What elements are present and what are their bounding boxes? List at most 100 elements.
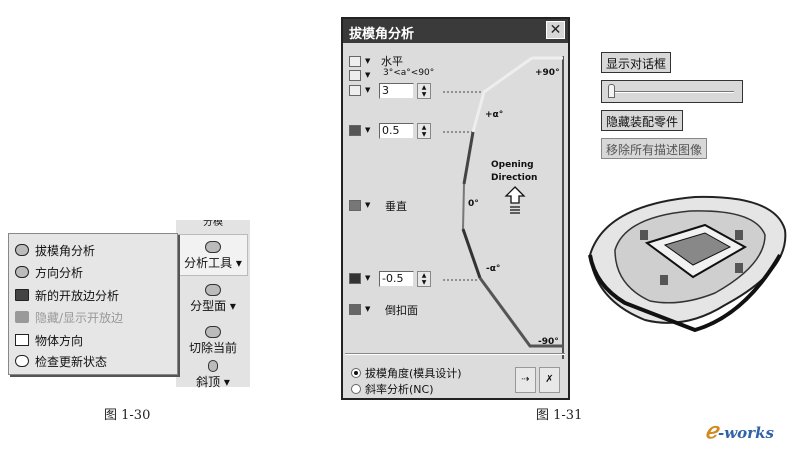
toolbar-lifter[interactable]: 斜顶 ▾: [178, 360, 248, 389]
mold-toolbar: 分模 分析工具 ▾ 分型面 ▾ 切除当前 斜顶 ▾: [176, 220, 250, 389]
menu-item-check-update[interactable]: 检查更新状态: [15, 351, 107, 371]
show-dialog-button[interactable]: 显示对话框: [601, 52, 672, 73]
plus-alpha-label: +α°: [485, 110, 504, 120]
radio-slope-analysis[interactable]: 斜率分析(NC): [351, 381, 434, 397]
open-edge-analysis-icon: [15, 289, 29, 301]
parting-surface-icon: [205, 284, 221, 296]
menu-item-label: 物体方向: [35, 333, 84, 348]
toolbar-label: 分析工具: [184, 256, 233, 270]
mold-part-3d-model: [588, 195, 787, 333]
radio-label: 拔模角度(模具设计): [365, 367, 462, 380]
diagram-border: [562, 56, 564, 359]
chevron-down-icon[interactable]: ▼: [365, 274, 371, 282]
separator: [345, 353, 565, 355]
color-swatch-small-positive[interactable]: [349, 125, 361, 136]
clear-analysis-button[interactable]: ✗: [539, 367, 560, 393]
dialog-title-bar: 拔模角分析 ✕: [343, 19, 568, 43]
transparency-slider[interactable]: [601, 80, 743, 103]
zero-degree-label: 0°: [468, 199, 479, 209]
menu-item-label: 隐藏/显示开放边: [35, 310, 124, 325]
menu-item-direction-analysis[interactable]: 方向分析: [15, 262, 83, 282]
direction-tool-icon: ⇢: [521, 374, 530, 385]
toolbar-cut-current[interactable]: 切除当前: [178, 322, 248, 360]
close-button[interactable]: ✕: [546, 21, 565, 39]
menu-item-label: 新的开放边分析: [35, 288, 120, 303]
menu-item-label: 拔模角分析: [35, 243, 96, 258]
spin-button[interactable]: ▲▼: [417, 123, 431, 139]
draft-analysis-dialog: 拔模角分析 ✕ ▼ 水平 ▼ 3°<a°<90° ▼ 3 ▲▼ ▼ 0.5 ▲▼…: [341, 17, 570, 400]
radio-draft-angle[interactable]: 拔模角度(模具设计): [351, 365, 462, 381]
chevron-down-icon[interactable]: ▼: [365, 201, 371, 209]
direction-analysis-icon: [15, 266, 29, 278]
toolbar-label: 切除当前: [188, 341, 237, 355]
close-icon: ✕: [549, 22, 562, 38]
slider-track: [610, 91, 734, 93]
radio-icon: [351, 384, 361, 394]
radio-selected-icon: [351, 368, 361, 378]
toolbar-partial-label: 分模: [203, 220, 223, 228]
color-swatch-range[interactable]: [349, 70, 361, 81]
angle-input-0-5[interactable]: 0.5: [379, 123, 414, 139]
slider-thumb[interactable]: [608, 84, 615, 98]
undercut-curve: [478, 277, 563, 348]
chevron-down-icon[interactable]: ▼: [365, 126, 371, 134]
color-swatch-negative[interactable]: [349, 273, 361, 284]
spin-button[interactable]: ▲▼: [417, 83, 431, 99]
chevron-down-icon[interactable]: ▼: [365, 71, 371, 79]
figure-caption-1-31: 图 1-31: [536, 408, 583, 423]
spin-button[interactable]: ▲▼: [417, 271, 431, 287]
hide-assembly-parts-button[interactable]: 隐藏装配零件: [601, 110, 684, 131]
vertical-label: 垂直: [385, 200, 407, 213]
dialog-title: 拔模角分析: [349, 27, 415, 42]
clear-analysis-icon: ✗: [545, 374, 554, 385]
small-draft-curve: [462, 131, 475, 185]
menu-item-open-edge-analysis[interactable]: 新的开放边分析: [15, 285, 119, 305]
vertical-curve: [462, 183, 465, 230]
chevron-down-icon[interactable]: ▼: [365, 86, 371, 94]
undercut-label: 倒扣面: [385, 304, 418, 317]
figure-caption-1-30: 图 1-30: [104, 408, 151, 423]
angle-input-neg-0-5[interactable]: -0.5: [379, 271, 414, 287]
remove-images-button[interactable]: 移除所有描述图像: [601, 138, 708, 159]
cut-current-icon: [205, 326, 221, 338]
draft-analysis-icon: [15, 244, 29, 256]
chevron-down-icon[interactable]: ▼: [365, 305, 371, 313]
direction-tool-button[interactable]: ⇢: [515, 367, 536, 393]
color-swatch-positive[interactable]: [349, 85, 361, 96]
check-update-icon: [15, 355, 29, 367]
lifter-icon: [208, 360, 218, 372]
menu-item-label: 方向分析: [35, 265, 84, 280]
toolbar-parting-surface[interactable]: 分型面 ▾: [178, 280, 248, 318]
object-direction-icon: [15, 334, 29, 346]
color-swatch-horizontal[interactable]: [349, 56, 361, 67]
menu-item-label: 检查更新状态: [35, 354, 108, 369]
positive-angle-curve: [471, 56, 533, 133]
menu-item-object-direction[interactable]: 物体方向: [15, 330, 83, 350]
color-swatch-vertical[interactable]: [349, 200, 361, 211]
eworks-logo: ℯ-works: [705, 418, 774, 444]
opening-direction-arrow-icon: [504, 186, 526, 214]
toolbar-analysis-tools[interactable]: 分析工具 ▾: [178, 234, 248, 276]
horizontal-label: 水平: [381, 55, 403, 68]
angle-input-3[interactable]: 3: [379, 83, 414, 99]
analysis-dropdown-menu: 拔模角分析 方向分析 新的开放边分析 隐藏/显示开放边 物体方向 检查更新状态: [8, 233, 178, 375]
opening-label: Opening: [491, 160, 534, 170]
logo-text: -works: [718, 424, 774, 442]
color-swatch-undercut[interactable]: [349, 304, 361, 315]
toolbar-label: 斜顶: [196, 375, 221, 389]
minus-alpha-label: -α°: [486, 264, 501, 274]
draft-angle-diagram: [443, 56, 564, 359]
minus-90-label: -90°: [538, 337, 559, 347]
radio-label: 斜率分析(NC): [365, 383, 434, 396]
chevron-down-icon[interactable]: ▼: [365, 57, 371, 65]
plus-90-label: +90°: [535, 68, 560, 78]
logo-e: ℯ: [705, 418, 719, 444]
hide-show-edge-icon: [15, 311, 29, 323]
toolbar-label: 分型面: [190, 299, 227, 313]
negative-curve: [461, 228, 482, 279]
direction-label: Direction: [491, 173, 538, 183]
range-label: 3°<a°<90°: [383, 68, 435, 78]
menu-item-hide-show-edge[interactable]: 隐藏/显示开放边: [15, 307, 123, 327]
analysis-tools-icon: [205, 241, 221, 253]
menu-item-draft-analysis[interactable]: 拔模角分析: [15, 240, 95, 260]
